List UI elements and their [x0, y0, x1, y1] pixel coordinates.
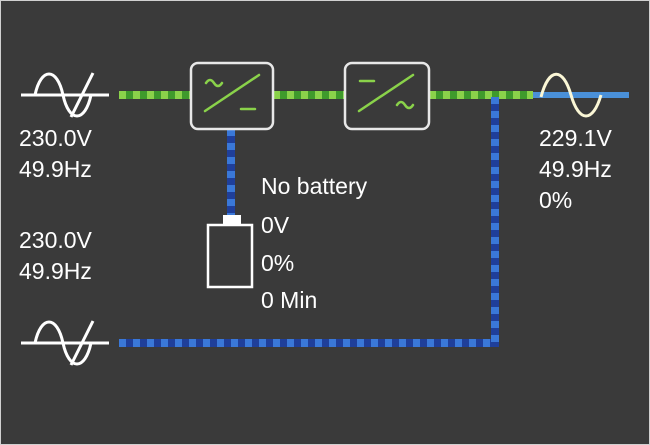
rectifier-module	[189, 61, 275, 131]
output-frequency: 49.9Hz	[539, 156, 612, 182]
output-voltage: 229.1V	[539, 125, 612, 151]
bypass-input-frequency: 49.9Hz	[19, 258, 92, 284]
inverter-module	[343, 61, 431, 131]
output-load: 0%	[539, 187, 573, 213]
bypass-input-ac-sine-icon	[21, 320, 109, 366]
dc-ac-inverter-icon	[357, 73, 415, 113]
battery-capacity: 0%	[261, 250, 295, 276]
battery-icon	[206, 215, 254, 289]
battery-voltage: 0V	[261, 212, 290, 238]
bypass-input-voltage: 230.0V	[19, 227, 92, 253]
main-input-frequency: 49.9Hz	[19, 156, 92, 182]
main-input-ac-sine-icon	[21, 72, 109, 118]
output-ac-sine-icon	[539, 72, 603, 118]
battery-runtime: 0 Min	[261, 287, 318, 313]
ac-dc-rectifier-icon	[203, 73, 261, 113]
battery-status: No battery	[261, 173, 368, 199]
main-input-voltage: 230.0V	[19, 125, 92, 151]
